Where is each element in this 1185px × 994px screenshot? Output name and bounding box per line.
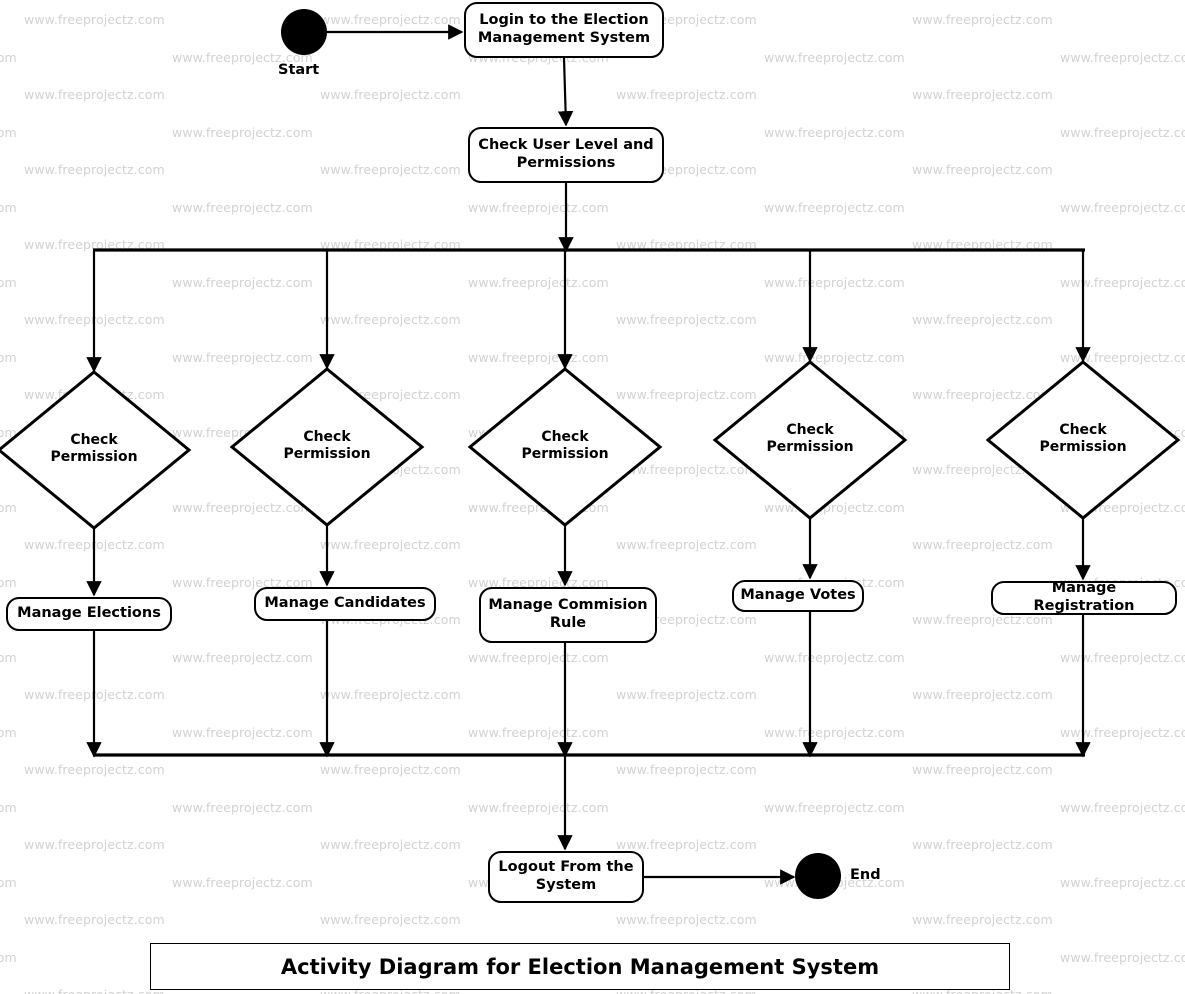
decision-node-d2[interactable] [229, 367, 425, 527]
initial-node-start[interactable] [281, 9, 327, 55]
diagram-title-text: Activity Diagram for Election Management… [280, 954, 880, 979]
decision-label-line: Permission [521, 446, 609, 463]
decision-label-line: Check [70, 432, 118, 448]
decision-label-line: Check [1059, 422, 1107, 438]
activity-node-logout[interactable]: Logout From the System [488, 851, 644, 903]
activity-node-login[interactable]: Login to the Election Management System [464, 2, 664, 58]
flow-login-to-check [557, 57, 574, 127]
end-label: End [850, 867, 881, 883]
activity-label: Logout From the System [498, 859, 634, 893]
activity-label: Manage Votes [740, 587, 856, 604]
activity-label: Manage Candidates [264, 595, 426, 612]
start-label: Start [278, 62, 320, 78]
activity-node-a4[interactable]: Manage Votes [732, 580, 864, 612]
diagram-title-box: Activity Diagram for Election Management… [150, 943, 1010, 990]
final-node-end[interactable] [795, 853, 841, 899]
decision-node-d3[interactable] [467, 367, 663, 527]
activity-node-a5[interactable]: Manage Registration [991, 580, 1177, 615]
decision-node-d4[interactable] [712, 360, 908, 520]
activity-label: Manage Commision Rule [488, 597, 648, 631]
decision-label-line: Permission [283, 446, 371, 463]
activity-node-a2[interactable]: Manage Candidates [254, 587, 436, 621]
activity-node-a3[interactable]: Manage Commision Rule [479, 587, 657, 643]
decision-label-line: Check [303, 429, 351, 445]
decision-node-d5[interactable] [985, 360, 1181, 520]
decision-label-line: Permission [50, 449, 138, 466]
decision-label-line: Check [786, 422, 834, 438]
decision-label-line: Permission [766, 439, 854, 456]
decision-label-line: Permission [1039, 439, 1127, 456]
activity-node-a1[interactable]: Manage Elections [6, 597, 172, 631]
activity-label: Check User Level and Permissions [478, 137, 654, 171]
activity-label: Manage Registration [1033, 580, 1135, 614]
decision-label-line: Check [541, 429, 589, 445]
decision-node-d1[interactable] [0, 370, 192, 530]
activity-label: Login to the Election Management System [477, 12, 651, 46]
activity-node-check[interactable]: Check User Level and Permissions [468, 127, 664, 183]
activity-label: Manage Elections [17, 605, 161, 622]
